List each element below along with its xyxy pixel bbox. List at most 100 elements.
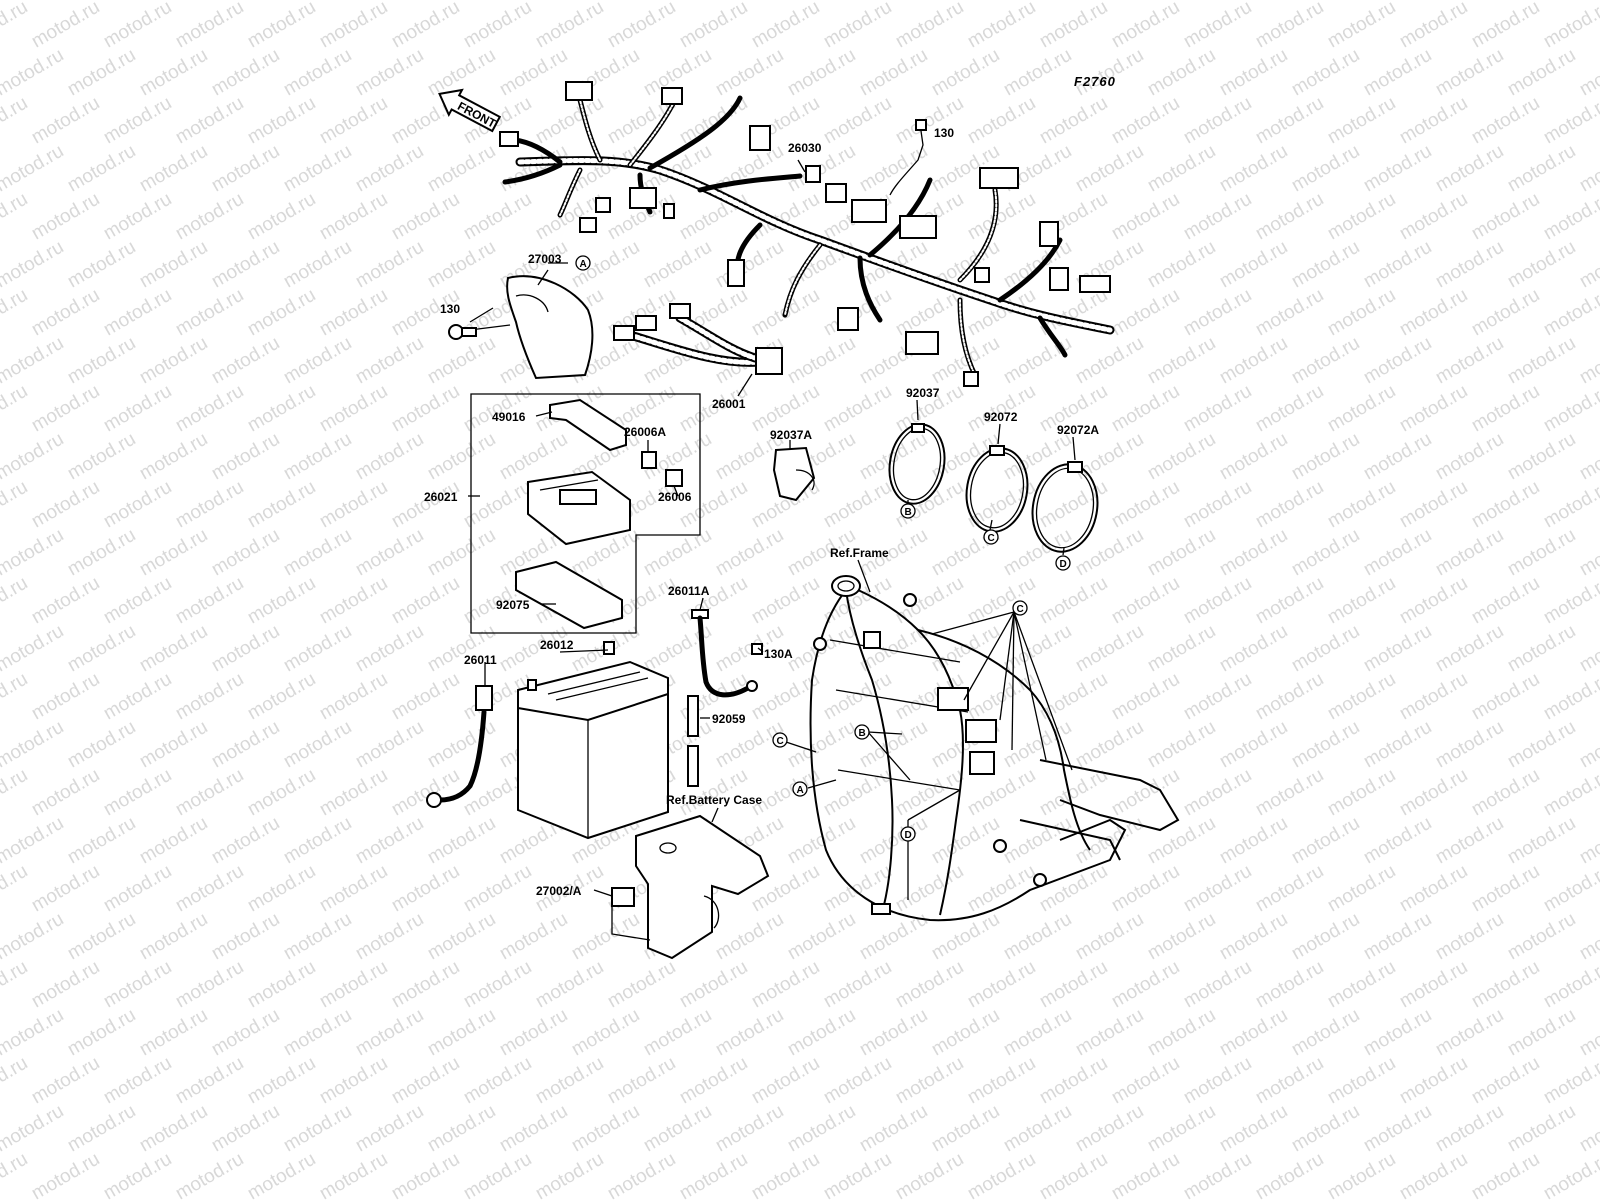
- watermark-text: motod.ru: [1540, 477, 1600, 533]
- watermark-text: motod.ru: [1396, 477, 1471, 533]
- watermark-text: motod.ru: [784, 45, 859, 101]
- watermark-text: motod.ru: [0, 141, 67, 197]
- watermark-text: motod.ru: [1540, 381, 1600, 437]
- watermark-text: motod.ru: [1432, 621, 1507, 677]
- watermark-text: motod.ru: [208, 1101, 283, 1157]
- watermark-text: motod.ru: [172, 573, 247, 629]
- watermark-text: motod.ru: [424, 717, 499, 773]
- watermark-text: motod.ru: [28, 381, 103, 437]
- watermark-text: motod.ru: [1252, 93, 1327, 149]
- watermark-text: motod.ru: [280, 813, 355, 869]
- watermark-text: motod.ru: [568, 1101, 643, 1157]
- watermark-text: motod.ru: [1576, 717, 1600, 773]
- watermark-text: motod.ru: [64, 0, 139, 4]
- watermark-text: motod.ru: [964, 1149, 1039, 1200]
- watermark-text: motod.ru: [1252, 189, 1327, 245]
- watermark-text: motod.ru: [892, 93, 967, 149]
- watermark-text: motod.ru: [748, 1149, 823, 1200]
- watermark-text: motod.ru: [1288, 813, 1363, 869]
- watermark-text: motod.ru: [28, 1053, 103, 1109]
- watermark-text: motod.ru: [172, 957, 247, 1013]
- svg-text:C: C: [988, 533, 995, 544]
- watermark-text: motod.ru: [1144, 333, 1219, 389]
- label-27002A: 27002/A: [536, 884, 582, 898]
- watermark-text: motod.ru: [280, 1005, 355, 1061]
- watermark-text: motod.ru: [892, 1149, 967, 1200]
- watermark-text: motod.ru: [1108, 381, 1183, 437]
- watermark-text: motod.ru: [172, 0, 247, 52]
- watermark-text: motod.ru: [28, 1149, 103, 1200]
- watermark-text: motod.ru: [640, 1101, 715, 1157]
- watermark-text: motod.ru: [28, 957, 103, 1013]
- watermark-text: motod.ru: [1360, 1005, 1435, 1061]
- watermark-text: motod.ru: [388, 0, 463, 52]
- watermark-text: motod.ru: [1288, 45, 1363, 101]
- label-26021: 26021: [424, 490, 458, 504]
- watermark-text: motod.ru: [424, 237, 499, 293]
- watermark-text: motod.ru: [0, 477, 31, 533]
- watermark-text: motod.ru: [28, 285, 103, 341]
- watermark-text: motod.ru: [676, 477, 751, 533]
- watermark-text: motod.ru: [964, 957, 1039, 1013]
- watermark-text: motod.ru: [1360, 621, 1435, 677]
- watermark-text: motod.ru: [1108, 573, 1183, 629]
- svg-text:C: C: [777, 736, 784, 747]
- watermark-text: motod.ru: [100, 285, 175, 341]
- svg-text:A: A: [580, 259, 587, 270]
- watermark-text: motod.ru: [532, 957, 607, 1013]
- main-wiring-harness: [499, 81, 1115, 387]
- cable-26011: [426, 685, 493, 808]
- watermark-text: motod.ru: [28, 0, 103, 52]
- watermark-text: motod.ru: [1324, 477, 1399, 533]
- watermark-text: motod.ru: [388, 477, 463, 533]
- watermark-text: motod.ru: [568, 909, 643, 965]
- watermark-text: motod.ru: [208, 0, 283, 4]
- watermark-text: motod.ru: [1288, 909, 1363, 965]
- watermark-text: motod.ru: [496, 1101, 571, 1157]
- watermark-text: motod.ru: [1180, 189, 1255, 245]
- watermark-text: motod.ru: [136, 1005, 211, 1061]
- watermark-text: motod.ru: [1504, 909, 1579, 965]
- watermark-text: motod.ru: [1324, 957, 1399, 1013]
- watermark-text: motod.ru: [1576, 525, 1600, 581]
- watermark-text: motod.ru: [532, 1053, 607, 1109]
- watermark-text: motod.ru: [280, 429, 355, 485]
- watermark-text: motod.ru: [1288, 333, 1363, 389]
- watermark-text: motod.ru: [1252, 957, 1327, 1013]
- watermark-text: motod.ru: [64, 813, 139, 869]
- callout-a-frame: A: [792, 781, 808, 797]
- watermark-text: motod.ru: [1540, 0, 1600, 52]
- watermark-text: motod.ru: [1036, 861, 1111, 917]
- watermark-text: motod.ru: [1144, 1005, 1219, 1061]
- watermark-text: motod.ru: [280, 717, 355, 773]
- watermark-text: motod.ru: [1432, 141, 1507, 197]
- watermark-text: motod.ru: [1288, 717, 1363, 773]
- watermark-text: motod.ru: [0, 861, 31, 917]
- watermark-text: motod.ru: [1360, 141, 1435, 197]
- watermark-text: motod.ru: [352, 621, 427, 677]
- watermark-text: motod.ru: [1036, 1149, 1111, 1200]
- watermark-text: motod.ru: [244, 1053, 319, 1109]
- watermark-text: motod.ru: [1396, 765, 1471, 821]
- watermark-text: motod.ru: [1216, 621, 1291, 677]
- watermark-text: motod.ru: [1180, 0, 1255, 52]
- watermark-text: motod.ru: [1180, 573, 1255, 629]
- watermark-text: motod.ru: [244, 285, 319, 341]
- watermark-text: motod.ru: [424, 621, 499, 677]
- label-130A: 130A: [764, 647, 793, 661]
- watermark-text: motod.ru: [0, 957, 31, 1013]
- watermark-text: motod.ru: [352, 429, 427, 485]
- watermark-text: motod.ru: [316, 381, 391, 437]
- watermark-text: motod.ru: [28, 93, 103, 149]
- watermark-text: motod.ru: [1432, 237, 1507, 293]
- watermark-text: motod.ru: [280, 1101, 355, 1157]
- watermark-text: motod.ru: [784, 1101, 859, 1157]
- watermark-text: motod.ru: [1396, 285, 1471, 341]
- watermark-text: motod.ru: [1072, 1101, 1147, 1157]
- label-92072: 92072: [984, 410, 1018, 424]
- sub-harness-26001: [613, 303, 783, 375]
- watermark-text: motod.ru: [316, 1053, 391, 1109]
- watermark-text: motod.ru: [1504, 429, 1579, 485]
- watermark-text: motod.ru: [532, 93, 607, 149]
